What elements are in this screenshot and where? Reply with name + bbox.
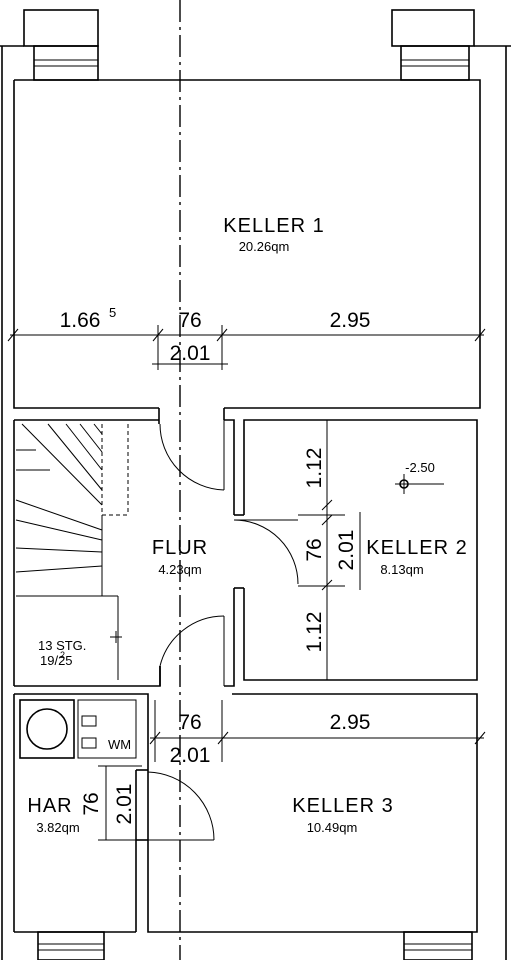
room-label-flur: FLUR [152, 537, 208, 559]
room-label-keller-1: KELLER 1 [223, 215, 324, 237]
room-label-har: HAR [27, 795, 72, 817]
dim-label-k2-door-height: 2.01 [335, 530, 358, 571]
area-label-keller-3: 10.49qm [307, 820, 358, 835]
dim-label-har-door-height: 2.01 [113, 784, 136, 825]
dim-label-k3-door-height: 2.01 [170, 744, 211, 767]
dim-label-k2-top: 1.12 [303, 448, 326, 489]
dim-label-k3-door-width: 76 [178, 711, 201, 734]
stairs-rise-label: 19/25 [40, 653, 73, 668]
dim-label-k2-door-width: 76 [303, 538, 326, 561]
door-keller-1 [159, 420, 225, 491]
door-har [147, 771, 215, 841]
dimension-line-keller-1 [7, 325, 486, 370]
window-bottom-right [403, 931, 473, 960]
dim-label-k3-right: 2.95 [330, 711, 371, 734]
level-marker [395, 474, 444, 494]
stairs-rise-sup: 2 [60, 650, 65, 660]
area-label-keller-2: 8.13qm [380, 562, 423, 577]
dim-label-k1-door-width: 76 [178, 309, 201, 332]
stairs-count-label: 13 STG. [38, 638, 86, 653]
room-keller-2 [234, 419, 478, 681]
washing-machine-symbol [77, 699, 137, 759]
dim-label-k1-left: 1.66 [60, 309, 101, 332]
level-label: -2.50 [405, 460, 435, 475]
dim-label-k1-left-sup: 5 [109, 305, 116, 320]
room-keller-3 [13, 693, 478, 933]
stair-steps [15, 423, 129, 680]
window-bottom-left [37, 931, 105, 960]
outer-walls [1, 46, 507, 960]
dimension-line-har [98, 765, 142, 841]
dimension-line-keller-3 [149, 700, 486, 762]
room-label-keller-3: KELLER 3 [292, 795, 393, 817]
boiler-symbol [19, 699, 75, 759]
window-top-right [391, 9, 475, 81]
dim-label-k2-bottom: 1.12 [303, 612, 326, 653]
door-keller-2 [233, 519, 299, 585]
area-label-keller-1: 20.26qm [239, 239, 290, 254]
dimension-line-keller-2 [298, 420, 361, 680]
room-label-keller-2: KELLER 2 [366, 537, 467, 559]
area-label-har: 3.82qm [36, 820, 79, 835]
room-keller-1 [13, 79, 481, 420]
dim-label-k1-door-height: 2.01 [170, 342, 211, 365]
dim-label-k1-right: 2.95 [330, 309, 371, 332]
washing-machine-label: WM [108, 737, 131, 752]
dim-label-har-door-width: 76 [80, 792, 103, 815]
door-flur-bottom [159, 615, 225, 686]
area-label-flur: 4.23qm [158, 562, 201, 577]
window-top-left [23, 9, 99, 81]
